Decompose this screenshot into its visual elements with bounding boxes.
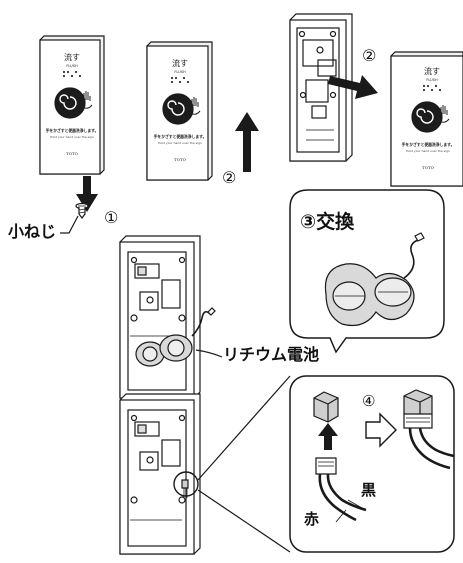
step4-label: ④	[362, 392, 376, 410]
step2-label-left: ②	[222, 168, 237, 187]
black-wire-label: 黒	[361, 481, 377, 499]
step4-callout	[289, 375, 455, 553]
panel-brand: TOTO	[66, 151, 79, 156]
lithium-battery-label: リチウム電池	[223, 345, 320, 364]
zoom-line-bottom	[197, 489, 291, 553]
small-screw-icon	[75, 202, 89, 219]
svg-text:FLUSH: FLUSH	[426, 78, 438, 82]
up-arrow	[235, 112, 259, 172]
step3-callout	[289, 189, 445, 354]
svg-text:FLUSH: FLUSH	[174, 70, 186, 74]
svg-text:TOTO: TOTO	[422, 165, 435, 170]
open-plate-with-battery	[119, 235, 216, 399]
plug-with-wires	[315, 457, 367, 522]
panel-flush-en: FLUSH	[66, 64, 78, 68]
sensor-eye	[54, 87, 86, 119]
panel-instruction-jp: 手をかざすと便器洗浄します。	[46, 128, 99, 133]
step2-label-right: ②	[362, 46, 377, 65]
connector-cap-old	[313, 391, 339, 423]
sensor-panel-front-3: 流す FLUSH 手をかざすと便器洗浄します。 Hold your hand o…	[390, 51, 463, 187]
step1-label: ①	[104, 208, 119, 227]
step3-label: ③交換	[300, 211, 355, 233]
svg-text:TOTO: TOTO	[174, 157, 187, 162]
panel-flush-jp: 流す	[64, 52, 80, 62]
small-screw-label: 小ねじ	[8, 222, 57, 241]
svg-text:Hold your hand over the sign: Hold your hand over the sign	[158, 141, 202, 145]
svg-text:流す: 流す	[424, 66, 440, 76]
right-arrow	[328, 75, 378, 99]
hollow-right-arrow	[365, 412, 397, 448]
red-wire-label: 赤	[304, 510, 320, 528]
battery-leader-line	[195, 349, 223, 358]
svg-text:手をかざすと便器洗浄します。: 手をかざすと便器洗浄します。	[154, 134, 207, 139]
up-arrow-small	[318, 423, 338, 450]
svg-text:流す: 流す	[172, 58, 188, 68]
panel-instruction-en: Hold your hand over the sign	[50, 135, 94, 139]
open-plate-connector	[119, 393, 201, 555]
back-plate-top	[289, 13, 353, 162]
connector-connected	[403, 389, 455, 470]
svg-text:Hold your hand over the sign: Hold your hand over the sign	[406, 149, 450, 153]
sensor-panel-front-1: 流す FLUSH 手をかざすと便器洗浄します。 Hold your hand o…	[39, 35, 105, 175]
screw-leader-line	[60, 215, 79, 234]
zoom-line-top	[197, 375, 291, 481]
sensor-panel-front-2: 流す FLUSH 手をかざすと便器洗浄します。 Hold your hand o…	[146, 41, 213, 181]
svg-text:手をかざすと便器洗浄します。: 手をかざすと便器洗浄します。	[402, 142, 455, 147]
